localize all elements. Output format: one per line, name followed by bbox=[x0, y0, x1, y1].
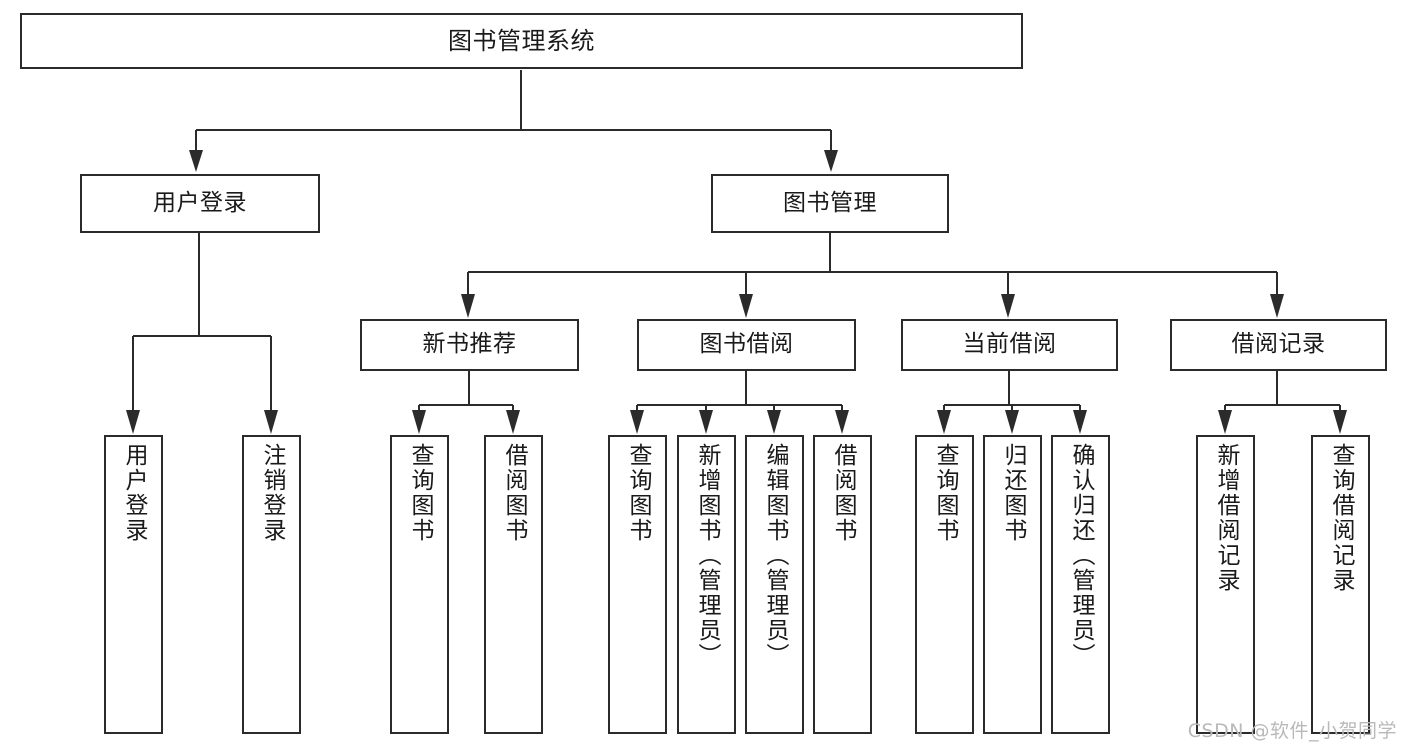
leaf-borrow-book-recommend[interactable]: 借阅图书 bbox=[484, 435, 543, 734]
node-label: 借阅记录 bbox=[1231, 331, 1326, 358]
node-book-management[interactable]: 图书管理 bbox=[711, 174, 949, 233]
leaf-confirm-return-admin[interactable]: 确认归还（管理员） bbox=[1051, 435, 1110, 734]
node-label: 借阅图书 bbox=[830, 443, 856, 543]
node-label: 图书管理 bbox=[783, 189, 877, 216]
leaf-query-borrow-record[interactable]: 查询借阅记录 bbox=[1311, 435, 1370, 734]
node-label: 编辑图书（管理员） bbox=[762, 443, 788, 668]
node-label: 用户登录 bbox=[153, 189, 247, 216]
node-label: 当前借阅 bbox=[962, 331, 1057, 358]
node-label: 新增借阅记录 bbox=[1213, 443, 1239, 593]
leaf-add-book-admin[interactable]: 新增图书（管理员） bbox=[677, 435, 736, 734]
node-root-book-management-system[interactable]: 图书管理系统 bbox=[20, 13, 1023, 69]
leaf-return-book[interactable]: 归还图书 bbox=[983, 435, 1042, 734]
node-label: 查询图书 bbox=[407, 443, 433, 543]
leaf-borrow-book[interactable]: 借阅图书 bbox=[813, 435, 872, 734]
leaf-query-book-current[interactable]: 查询图书 bbox=[915, 435, 974, 734]
node-label: 查询图书 bbox=[625, 443, 651, 543]
node-label: 查询图书 bbox=[932, 443, 958, 543]
leaf-query-book-borrow[interactable]: 查询图书 bbox=[608, 435, 667, 734]
leaf-user-login[interactable]: 用户登录 bbox=[104, 435, 163, 734]
node-label: 注销登录 bbox=[259, 443, 285, 543]
node-label: 新书推荐 bbox=[422, 331, 517, 358]
node-label: 图书借阅 bbox=[699, 331, 794, 358]
node-book-borrow[interactable]: 图书借阅 bbox=[637, 319, 856, 371]
node-new-book-recommend[interactable]: 新书推荐 bbox=[360, 319, 579, 371]
leaf-edit-book-admin[interactable]: 编辑图书（管理员） bbox=[745, 435, 804, 734]
node-label: 新增图书（管理员） bbox=[694, 443, 720, 668]
leaf-logout-login[interactable]: 注销登录 bbox=[242, 435, 301, 734]
node-label: 查询借阅记录 bbox=[1328, 443, 1354, 593]
node-current-borrow[interactable]: 当前借阅 bbox=[901, 319, 1118, 371]
node-label: 归还图书 bbox=[1000, 443, 1026, 543]
node-user-login[interactable]: 用户登录 bbox=[80, 174, 320, 233]
node-borrow-record[interactable]: 借阅记录 bbox=[1170, 319, 1387, 371]
node-label: 借阅图书 bbox=[501, 443, 527, 543]
csdn-watermark: CSDN @软件_小贺同学 bbox=[1187, 720, 1397, 742]
node-label: 图书管理系统 bbox=[448, 26, 595, 55]
leaf-query-book-recommend[interactable]: 查询图书 bbox=[390, 435, 449, 734]
node-label: 确认归还（管理员） bbox=[1068, 443, 1094, 668]
node-label: 用户登录 bbox=[121, 443, 147, 543]
leaf-add-borrow-record[interactable]: 新增借阅记录 bbox=[1196, 435, 1255, 734]
